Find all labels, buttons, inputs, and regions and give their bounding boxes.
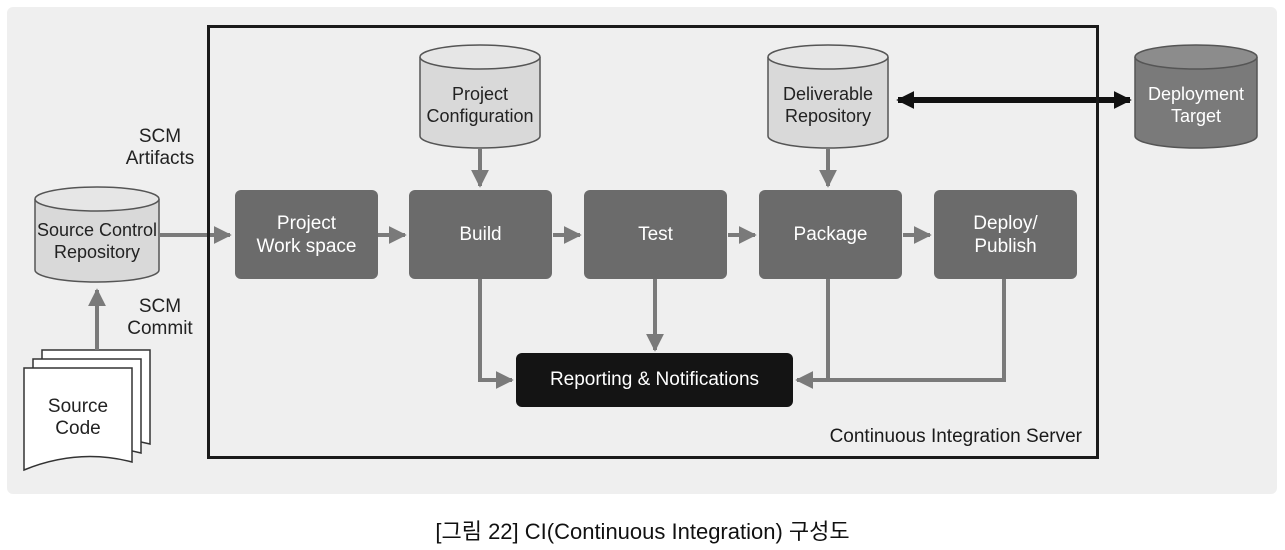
- figure-caption: [그림 22] CI(Continuous Integration) 구성도: [435, 519, 850, 544]
- stage-project-workspace: Project Work space: [235, 190, 378, 279]
- source-control-cylinder-icon: [34, 186, 160, 283]
- project-configuration-label: Project Configuration: [426, 84, 534, 126]
- project-config-cylinder-icon: [419, 44, 541, 149]
- source-control-repository-label: Source Control Repository: [36, 220, 158, 262]
- source-code-document-icon: [23, 349, 151, 472]
- ci-server-label: Continuous Integration Server: [829, 426, 1082, 447]
- ci-server-boundary: Continuous Integration Server: [207, 25, 1099, 459]
- stage-package: Package: [759, 190, 902, 279]
- deliverable-repository-label: Deliverable Repository: [782, 84, 874, 126]
- stage-build: Build: [409, 190, 552, 279]
- stage-deploy-publish: Deploy/ Publish: [934, 190, 1077, 279]
- scm-commit-label: SCM Commit: [127, 296, 193, 339]
- scm-artifacts-label: SCM Artifacts: [125, 126, 195, 169]
- package-deploy-report-line: [826, 279, 1006, 382]
- deployment-target-label: Deployment Target: [1147, 84, 1245, 126]
- stage-test: Test: [584, 190, 727, 279]
- build-to-report-arrow: [478, 279, 514, 389]
- source-code-label: Source Code: [47, 396, 109, 439]
- reporting-notifications-box: Reporting & Notifications: [516, 353, 793, 407]
- deployment-target-cylinder-icon: [1134, 44, 1258, 149]
